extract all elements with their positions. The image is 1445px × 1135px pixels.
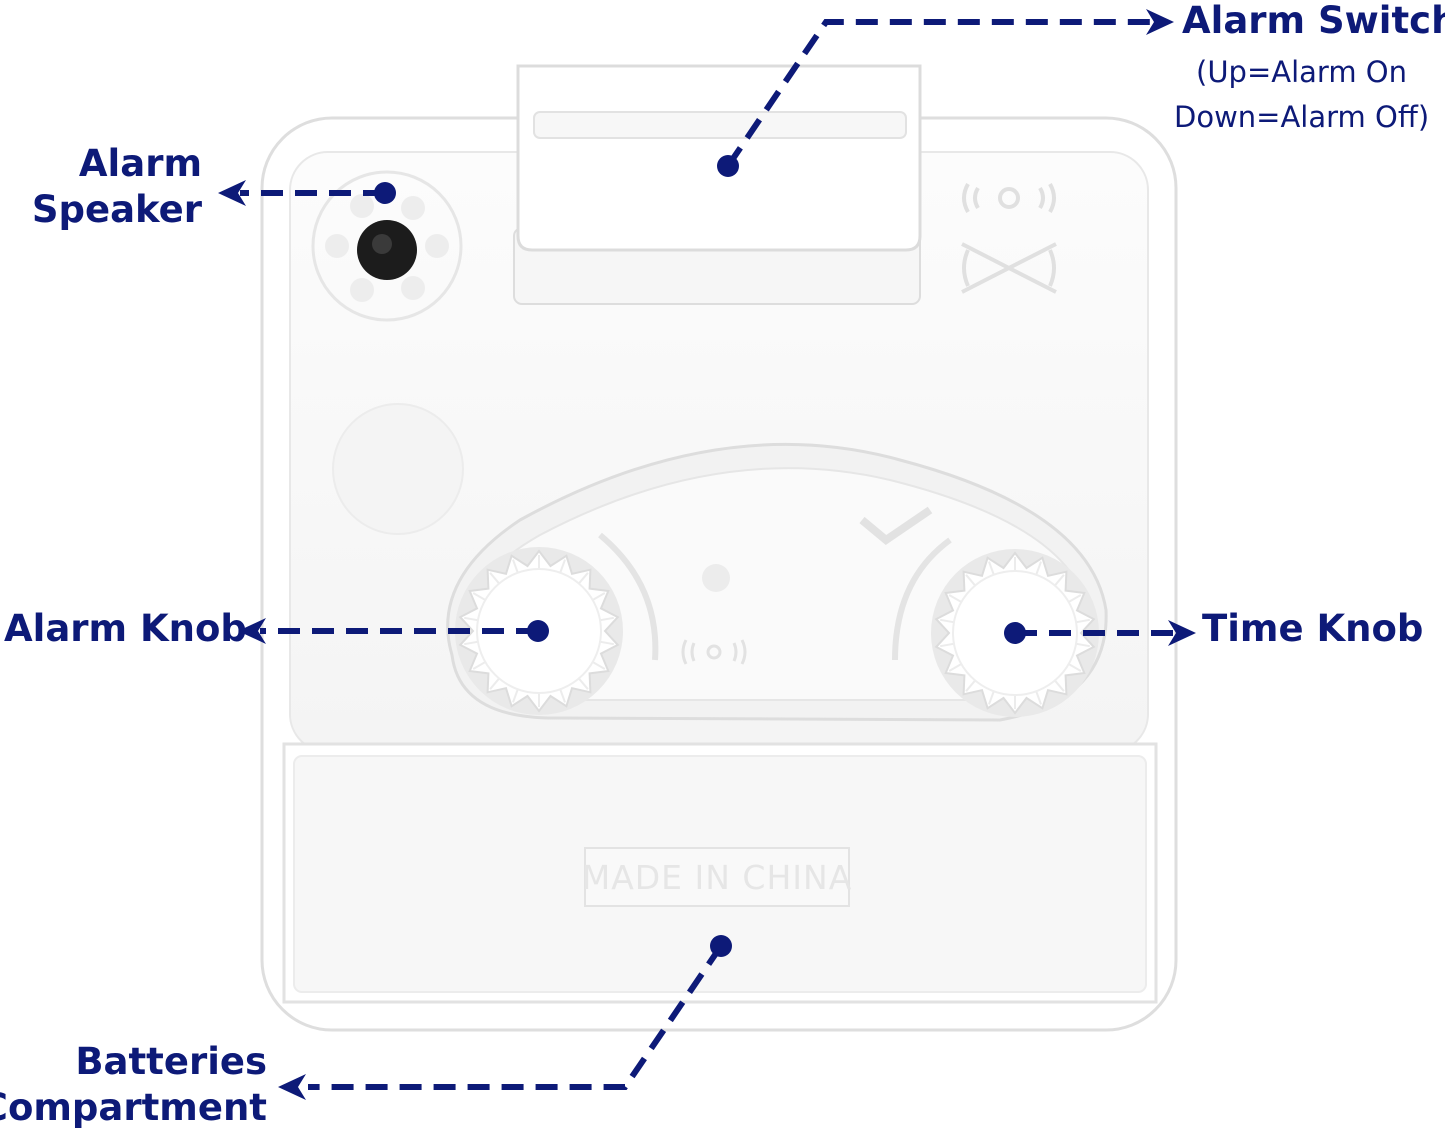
arrow-alarm-speaker [218,180,246,206]
bell-icon [681,639,747,665]
alarm-knob[interactable] [455,547,623,715]
alarm-on-icon [962,183,1056,213]
speaker-grille-icon [311,170,463,322]
made-in-china-stamp: MADE IN CHINA [582,858,853,897]
arrow-batteries [278,1074,306,1100]
alarm-off-icon [961,242,1057,294]
callout-alarm-switch [725,19,1156,168]
arrow-alarm-switch [1146,9,1174,35]
arrow-time-knob [1168,620,1196,646]
label-alarm-speaker-1: Alarm [78,142,202,185]
label-alarm-switch-up: (Up=Alarm On [1196,55,1408,89]
arrow-alarm-knob [238,618,266,644]
check-icon [859,506,933,546]
label-batteries-1: Batteries [75,1040,267,1083]
label-time-knob: Time Knob [1202,607,1424,650]
callout-batteries [308,944,724,1090]
callout-lines [240,19,1178,1090]
label-alarm-switch-down: Down=Alarm Off) [1174,100,1430,134]
label-alarm-switch: Alarm Switch [1182,0,1445,42]
alarm-switch[interactable] [513,64,922,305]
label-batteries-2: Compartment [0,1086,267,1129]
round-recess [332,403,464,535]
label-alarm-knob: Alarm Knob [4,607,247,650]
callout-markers [218,9,1196,1100]
batteries-compartment[interactable]: MADE IN CHINA [282,742,1158,1004]
label-alarm-speaker-2: Speaker [31,188,202,231]
